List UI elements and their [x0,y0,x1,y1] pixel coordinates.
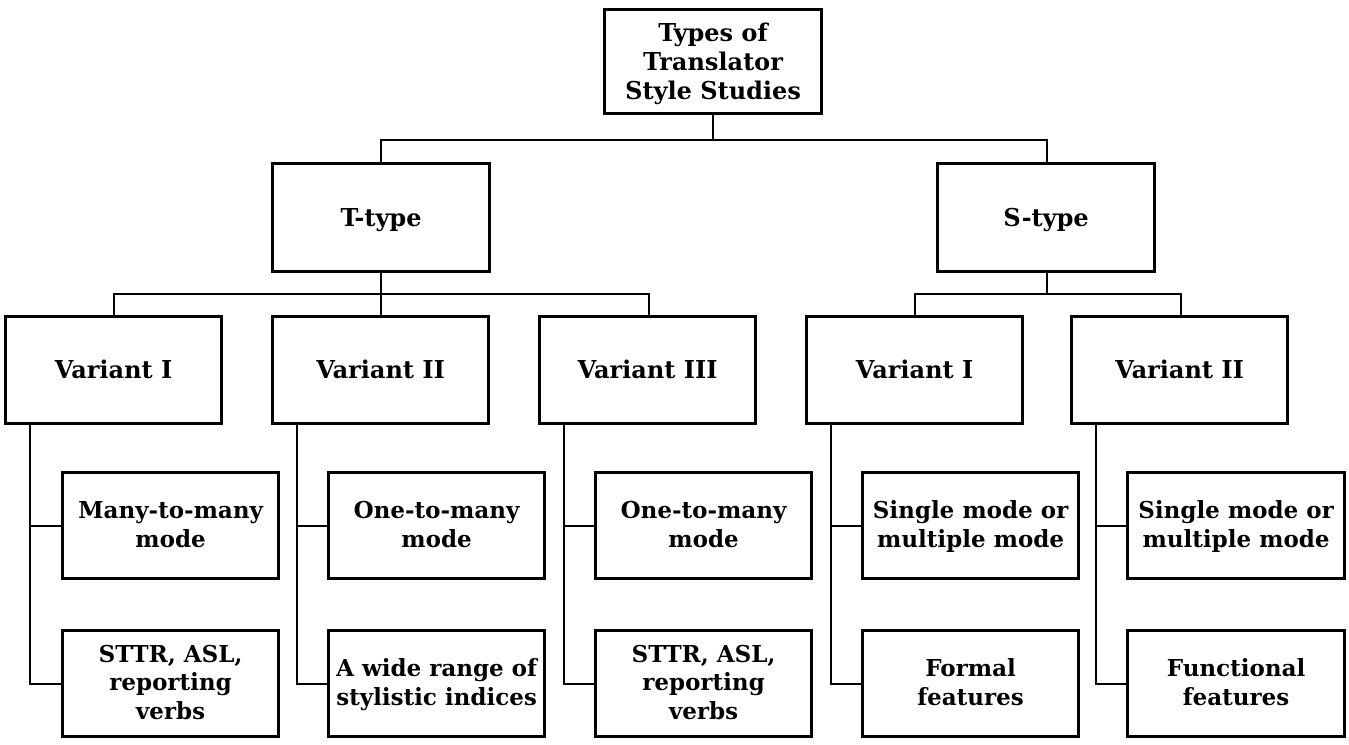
node-s-variant-1: Variant I [805,315,1024,425]
connector-col3-stub2 [563,683,597,685]
node-t-variant-2-features: A wide range of stylistic indices [327,629,546,738]
node-s-variant-2-features: Functional features [1126,629,1346,738]
connector-t-drop [380,141,382,162]
node-t-variant-2: Variant II [271,315,490,425]
connector-col3-stub1 [563,525,597,527]
node-t-variant-3-features: STTR, ASL, reporting verbs [594,629,813,738]
node-s-type: S-type [936,162,1156,273]
node-t-variant-2-mode: One-to-many mode [327,471,546,580]
connector-t-var3-drop [648,295,650,315]
connector-t-var1-drop [113,295,115,315]
node-t-variant-3-mode: One-to-many mode [594,471,813,580]
connector-col5-stub1 [1095,525,1129,527]
node-t-variant-3: Variant III [538,315,757,425]
connector-s-stem [1046,273,1048,295]
node-t-variant-1: Variant I [4,315,223,425]
connector-col1-stub2 [29,683,63,685]
node-s-variant-1-mode: Single mode or multiple mode [861,471,1080,580]
connector-col4-stub2 [830,683,864,685]
node-t-variant-1-mode: Many-to-many mode [61,471,280,580]
connector-col5-stub2 [1095,683,1129,685]
connector-t-var2-drop [380,295,382,315]
connector-level1-bar [380,139,1048,141]
connector-s-bar [914,293,1182,295]
connector-col2-stub1 [296,525,330,527]
node-t-type: T-type [271,162,491,273]
connector-col1-stub1 [29,525,63,527]
connector-col1-stem [29,425,31,685]
node-s-variant-1-features: Formal features [861,629,1080,738]
connector-col5-stem [1095,425,1097,685]
connector-col4-stem [830,425,832,685]
connector-col4-stub1 [830,525,864,527]
connector-col3-stem [563,425,565,685]
node-s-variant-2-mode: Single mode or multiple mode [1126,471,1346,580]
connector-t-stem [380,273,382,295]
connector-s-drop [1046,141,1048,162]
node-root-title: Types of Translator Style Studies [603,8,823,115]
connector-col2-stub2 [296,683,330,685]
connector-s-var1-drop [914,295,916,315]
node-s-variant-2: Variant II [1070,315,1289,425]
connector-root-drop [712,115,714,141]
connector-s-var2-drop [1180,295,1182,315]
connector-t-bar [113,293,650,295]
connector-col2-stem [296,425,298,685]
node-t-variant-1-features: STTR, ASL, reporting verbs [61,629,280,738]
